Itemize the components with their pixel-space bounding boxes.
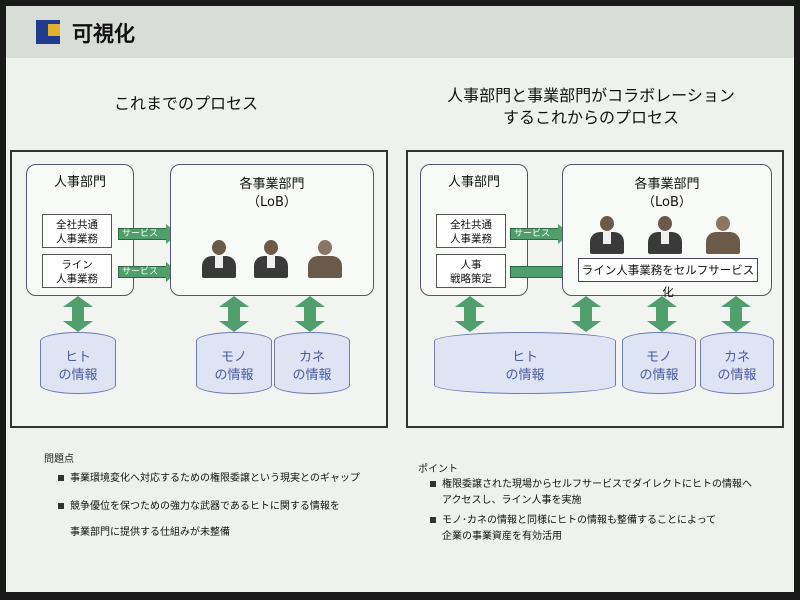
- cylinder-label: モノ: [645, 350, 672, 365]
- doc-line: ライン: [61, 259, 93, 271]
- left-hr-label: 人事部門: [53, 175, 106, 190]
- cylinder-label: の情報: [292, 368, 332, 383]
- right-double-arrow-2: [571, 296, 601, 332]
- doc-line: 人事業務: [450, 233, 492, 245]
- right-lob-label-1: 各事業部門: [634, 177, 700, 192]
- cylinder-label: モノ: [220, 350, 247, 365]
- left-double-arrow-1: [63, 296, 93, 332]
- point-item-2: モノ･カネの情報と同様にヒトの情報も整備することによって: [430, 514, 716, 528]
- right-hr-label: 人事部門: [447, 175, 500, 190]
- bullet-icon: [430, 481, 436, 487]
- right-heading-line1: 人事部門と事業部門がコラボレーション: [447, 86, 735, 105]
- cylinder-label: の情報: [214, 368, 254, 383]
- left-double-arrow-3: [295, 296, 325, 332]
- problem-text: 競争優位を保つための強力な武器であるヒトに関する情報を: [70, 501, 340, 512]
- left-lob-label-1: 各事業部門: [239, 177, 305, 192]
- problem-item-2-cont: 事業部門に提供する仕組みが未整備: [70, 527, 230, 538]
- cylinder-label: カネ: [723, 350, 750, 365]
- points-heading: ポイント: [418, 464, 458, 475]
- bullet-icon: [430, 517, 436, 523]
- cylinder-label: カネ: [298, 350, 325, 365]
- person-icon: [306, 238, 344, 278]
- problem-text: 事業環境変化へ対応するための権限委譲という現実とのギャップ: [70, 473, 360, 484]
- cylinder-label: の情報: [717, 368, 757, 383]
- left-service-arrow-2: サービス: [118, 262, 178, 282]
- right-double-arrow-3: [647, 296, 677, 332]
- left-cylinder-hito: ヒト の情報: [40, 332, 116, 394]
- right-double-arrow-4: [721, 296, 751, 332]
- arrow-label: サービス: [514, 229, 551, 239]
- title-bar: 可視化: [6, 6, 794, 58]
- bullet-icon: [58, 475, 64, 481]
- right-doc-1: 全社共通 人事業務: [436, 214, 506, 248]
- left-doc-1: 全社共通 人事業務: [42, 214, 112, 248]
- bullet-icon: [58, 503, 64, 509]
- title-square-icon: [36, 20, 60, 44]
- point-item-1: 権限委譲された現場からセルフサービスでダイレクトにヒトの情報へ: [430, 478, 752, 492]
- left-lob-label-2: （LoB）: [247, 195, 297, 210]
- left-doc-2: ライン 人事業務: [42, 254, 112, 288]
- person-icon: [588, 214, 626, 254]
- person-icon: [704, 214, 742, 254]
- cylinder-label: の情報: [639, 368, 679, 383]
- doc-line: 人事業務: [56, 273, 98, 285]
- cylinder-label: ヒト: [511, 350, 538, 365]
- doc-line: 戦略策定: [450, 273, 492, 285]
- point-text: モノ･カネの情報と同様にヒトの情報も整備することによって: [442, 515, 717, 526]
- doc-line: 人事: [460, 259, 482, 271]
- problem-item-1: 事業環境変化へ対応するための権限委譲という現実とのギャップ: [58, 472, 360, 486]
- point-text: 権限委譲された現場からセルフサービスでダイレクトにヒトの情報へ: [442, 479, 752, 490]
- slide: 可視化 これまでのプロセス 人事部門と事業部門がコラボレーション するこれからの…: [6, 6, 794, 592]
- left-double-arrow-2: [219, 296, 249, 332]
- right-heading-line2: するこれからのプロセス: [502, 108, 679, 127]
- cylinder-label: の情報: [58, 368, 98, 383]
- arrow-label: サービス: [122, 267, 159, 277]
- right-cylinder-kane: カネ の情報: [700, 332, 774, 394]
- doc-line: 全社共通: [450, 219, 492, 231]
- right-doc-2: 人事 戦略策定: [436, 254, 506, 288]
- left-heading: これまでのプロセス: [113, 94, 258, 113]
- cylinder-label: ヒト: [64, 350, 91, 365]
- person-icon: [200, 238, 238, 278]
- right-lob-label-2: （LoB）: [642, 195, 692, 210]
- person-icon: [252, 238, 290, 278]
- right-cylinder-hito: ヒト の情報: [434, 332, 616, 394]
- self-service-banner: ライン人事業務をセルフサービス化: [578, 258, 758, 299]
- person-icon: [646, 214, 684, 254]
- problems-heading: 問題点: [44, 454, 74, 465]
- problem-item-2: 競争優位を保つための強力な武器であるヒトに関する情報を: [58, 500, 340, 514]
- doc-line: 人事業務: [56, 233, 98, 245]
- point-item-1-cont: アクセスし、ライン人事を実施: [442, 495, 582, 506]
- point-item-2-cont: 企業の事業資産を有効活用: [442, 531, 562, 542]
- right-cylinder-mono: モノ の情報: [622, 332, 696, 394]
- cylinder-label: の情報: [505, 368, 545, 383]
- right-double-arrow-1: [455, 296, 485, 332]
- arrow-label: サービス: [122, 229, 159, 239]
- left-cylinder-mono: モノ の情報: [196, 332, 272, 394]
- slide-title: 可視化: [72, 22, 135, 46]
- right-service-arrow: サービス: [510, 224, 570, 244]
- left-cylinder-kane: カネ の情報: [274, 332, 350, 394]
- doc-line: 全社共通: [56, 219, 98, 231]
- left-service-arrow-1: サービス: [118, 224, 178, 244]
